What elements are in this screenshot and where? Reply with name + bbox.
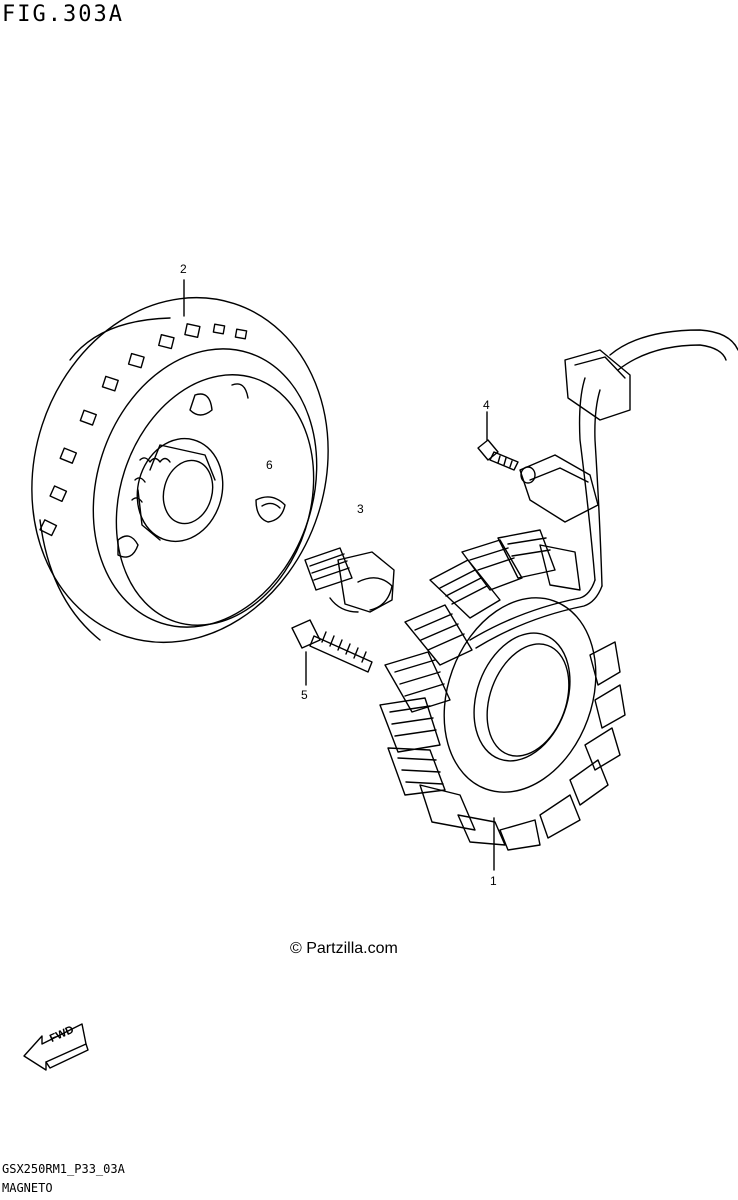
copyright-watermark: © Partzilla.com bbox=[290, 940, 398, 957]
diagram-name: MAGNETO bbox=[2, 1181, 53, 1195]
callout-6[interactable]: 6 bbox=[266, 458, 273, 472]
callout-4[interactable]: 4 bbox=[483, 398, 490, 412]
diagram-code: GSX250RM1_P33_03A bbox=[2, 1162, 125, 1176]
callout-1[interactable]: 1 bbox=[490, 874, 497, 888]
stator-screw[interactable] bbox=[292, 620, 372, 685]
rotor-bolt[interactable] bbox=[305, 548, 394, 612]
callout-3[interactable]: 3 bbox=[357, 502, 364, 516]
woodruff-key[interactable] bbox=[256, 497, 285, 522]
clamp-bolt[interactable] bbox=[478, 412, 518, 470]
flywheel-rotor[interactable] bbox=[0, 259, 372, 681]
figure-title: FIG.303A bbox=[2, 2, 124, 27]
stator-coil[interactable] bbox=[380, 330, 738, 870]
callout-5[interactable]: 5 bbox=[301, 688, 308, 702]
callout-2[interactable]: 2 bbox=[180, 262, 187, 276]
fwd-arrow-badge bbox=[24, 1024, 88, 1070]
